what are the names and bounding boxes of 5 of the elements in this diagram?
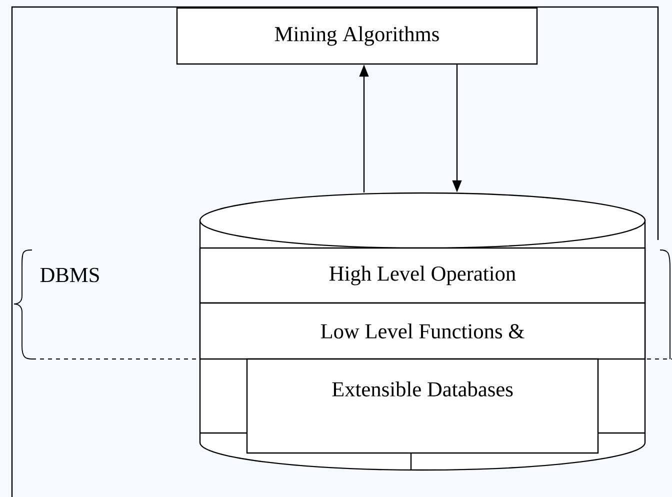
process-box: Mining Algorithms: [176, 7, 538, 65]
bracket-label: DBMS: [40, 268, 99, 282]
storage-box: Extensible Databases: [246, 358, 599, 454]
layer-band: High Level Operation: [199, 247, 646, 304]
layer-band: Low Level Functions &: [199, 302, 646, 360]
